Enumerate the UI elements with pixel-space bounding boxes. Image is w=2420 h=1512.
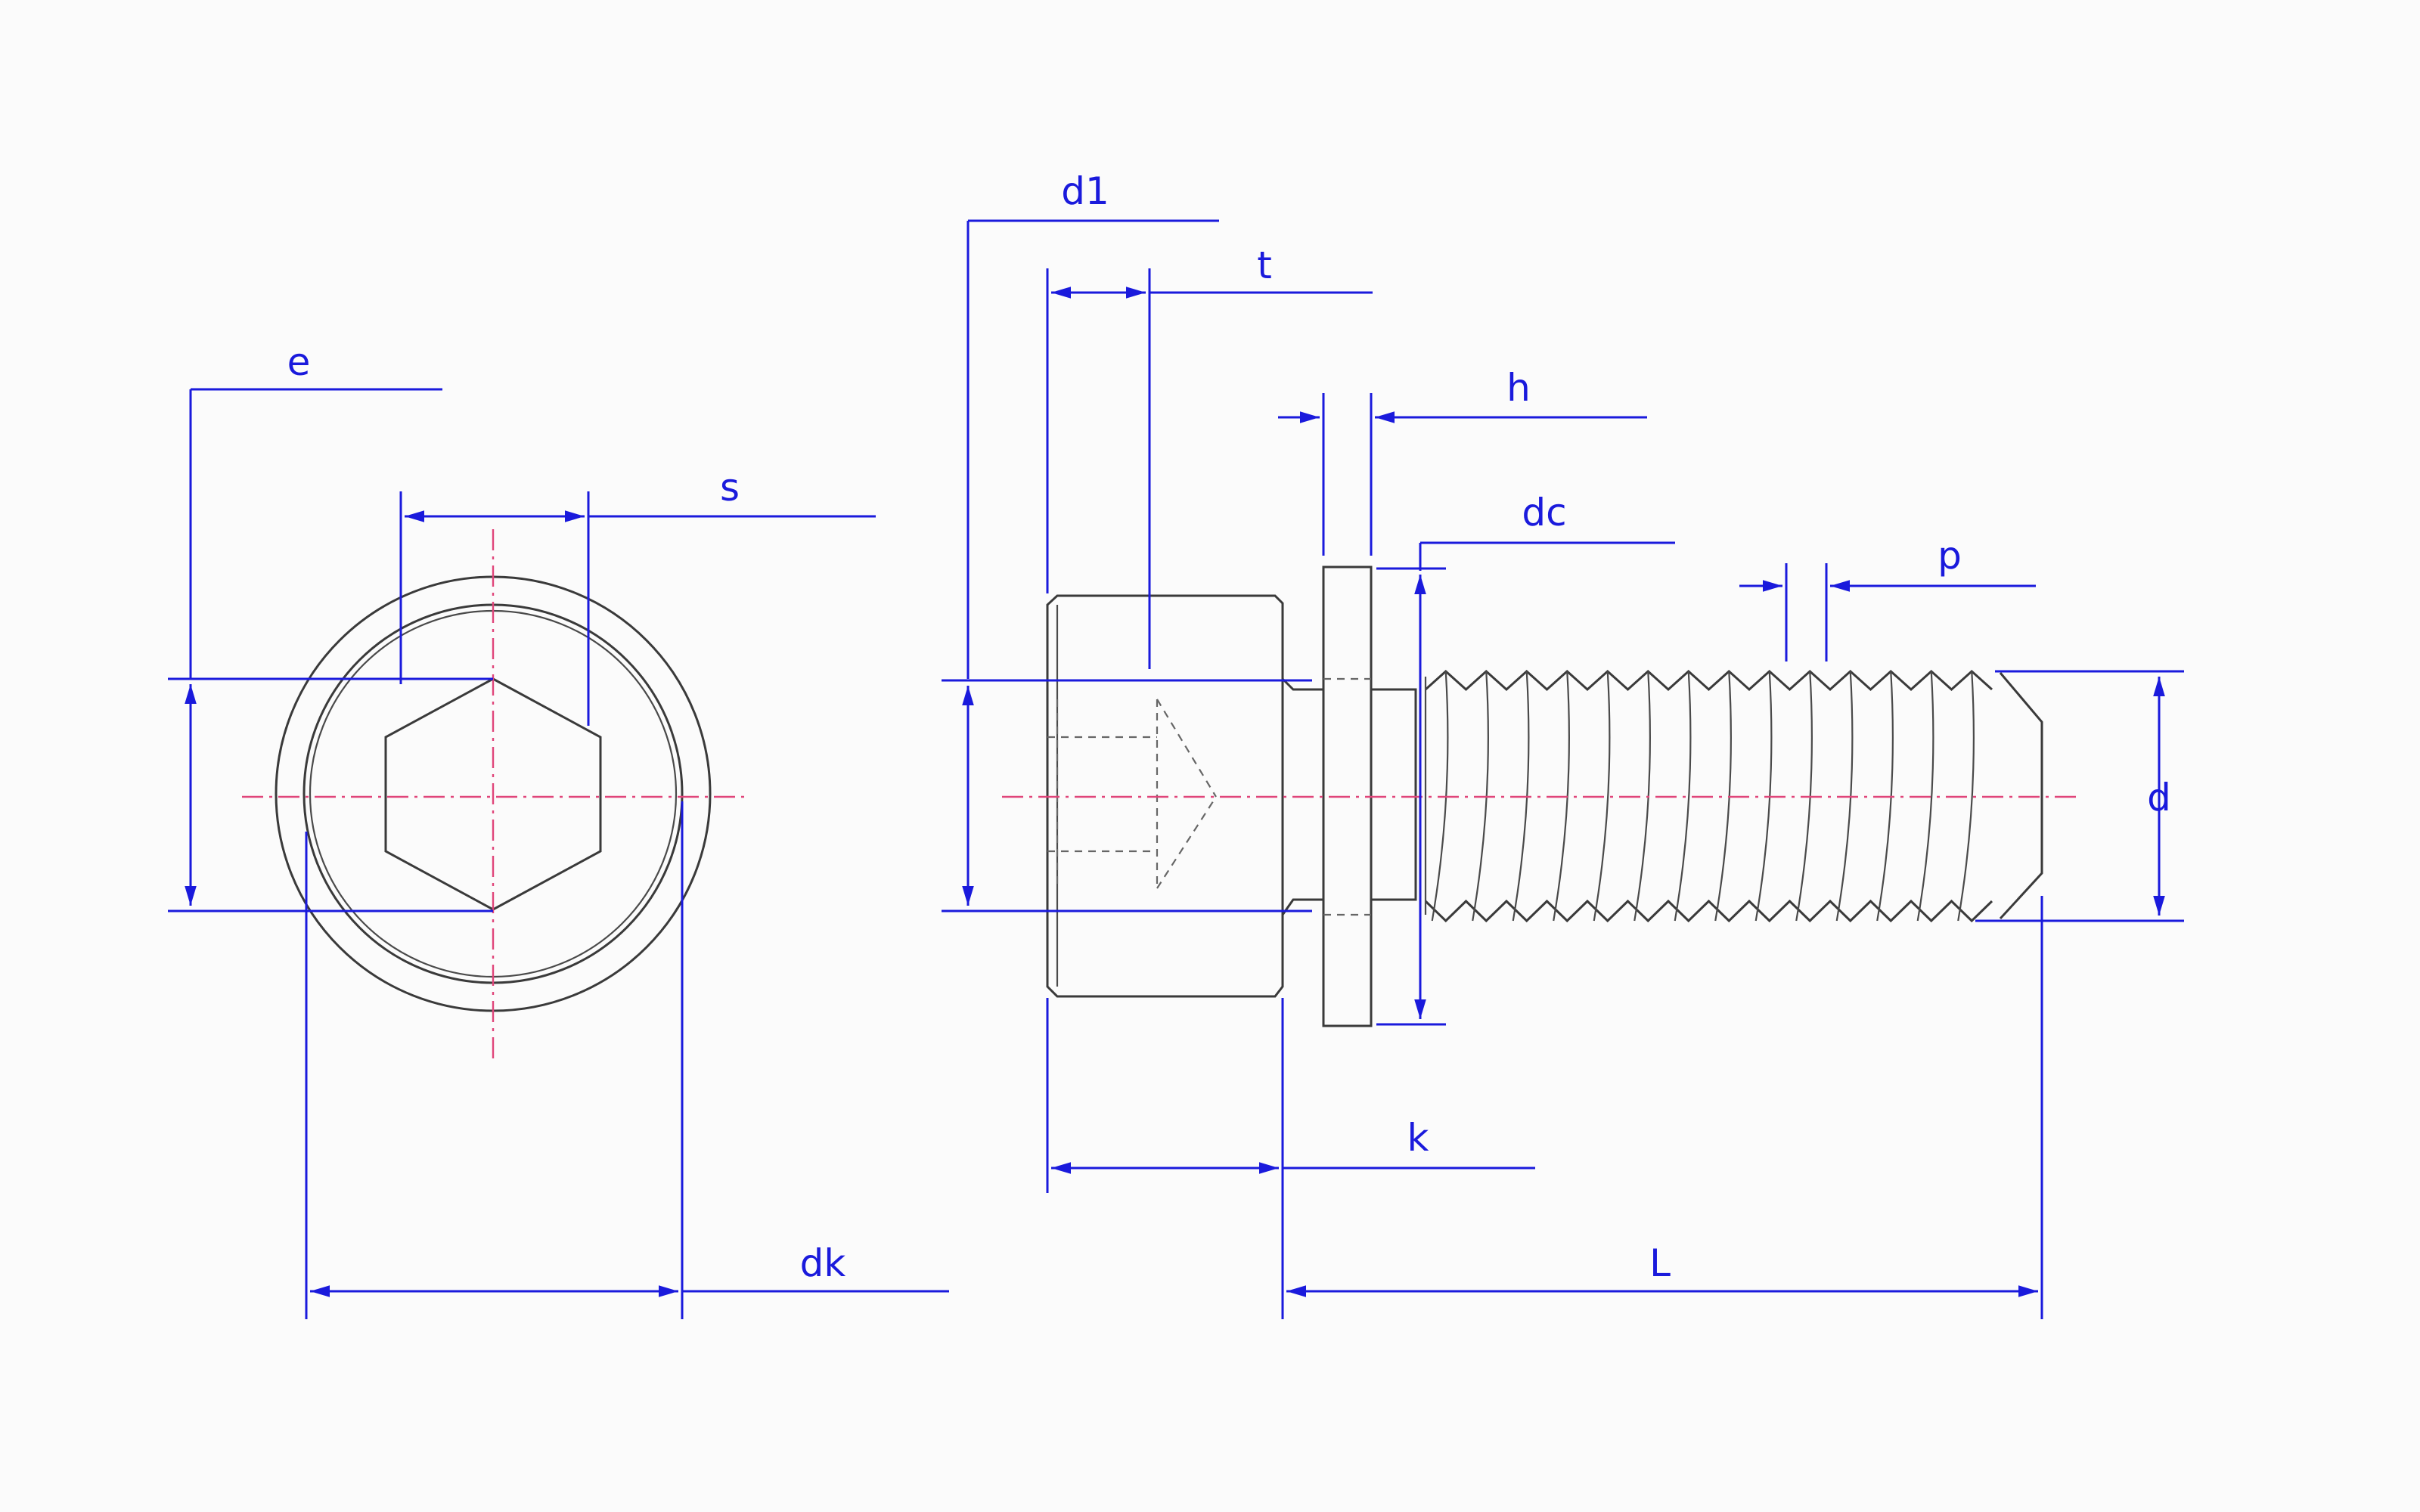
thread-bottom-profile [1424, 899, 1993, 923]
screw-head [1046, 594, 1284, 998]
label-h: h [1506, 366, 1531, 410]
thread-crest-line [1593, 671, 1611, 922]
side-view [1002, 565, 2080, 1027]
label-dk: dk [800, 1241, 846, 1285]
thread-crest-line [1674, 671, 1692, 922]
thread-top-profile [1424, 669, 1993, 692]
dim-k: k [1046, 998, 1535, 1319]
dim-d: d [1975, 670, 2184, 922]
dim-t: t [1046, 243, 1373, 669]
end-view [242, 529, 749, 1062]
label-d: d [2147, 776, 2171, 820]
dim-d1: d1 [942, 169, 1312, 912]
dim-p: p [1739, 534, 2036, 662]
dim-L: L [1286, 896, 2043, 1319]
label-d1: d1 [1061, 169, 1109, 213]
label-s: s [720, 466, 740, 510]
label-t: t [1257, 243, 1272, 287]
dim-e: e [168, 340, 493, 912]
label-p: p [1938, 534, 1962, 578]
shank-step [1371, 688, 1417, 901]
label-dc: dc [1522, 491, 1566, 534]
hidden-socket [1047, 677, 1371, 916]
dim-dk: dk [305, 801, 949, 1319]
label-k: k [1407, 1116, 1429, 1160]
dim-s: s [399, 466, 876, 726]
head-neck [1281, 677, 1323, 916]
dim-h: h [1278, 366, 1647, 556]
dim-dc: dc [1376, 491, 1675, 1026]
thread-crest-line [1916, 671, 1934, 922]
thread-crest-line [1957, 671, 1975, 922]
label-L: L [1649, 1241, 1671, 1285]
thread-end-chamfer [1999, 672, 2043, 920]
label-e: e [287, 340, 311, 384]
